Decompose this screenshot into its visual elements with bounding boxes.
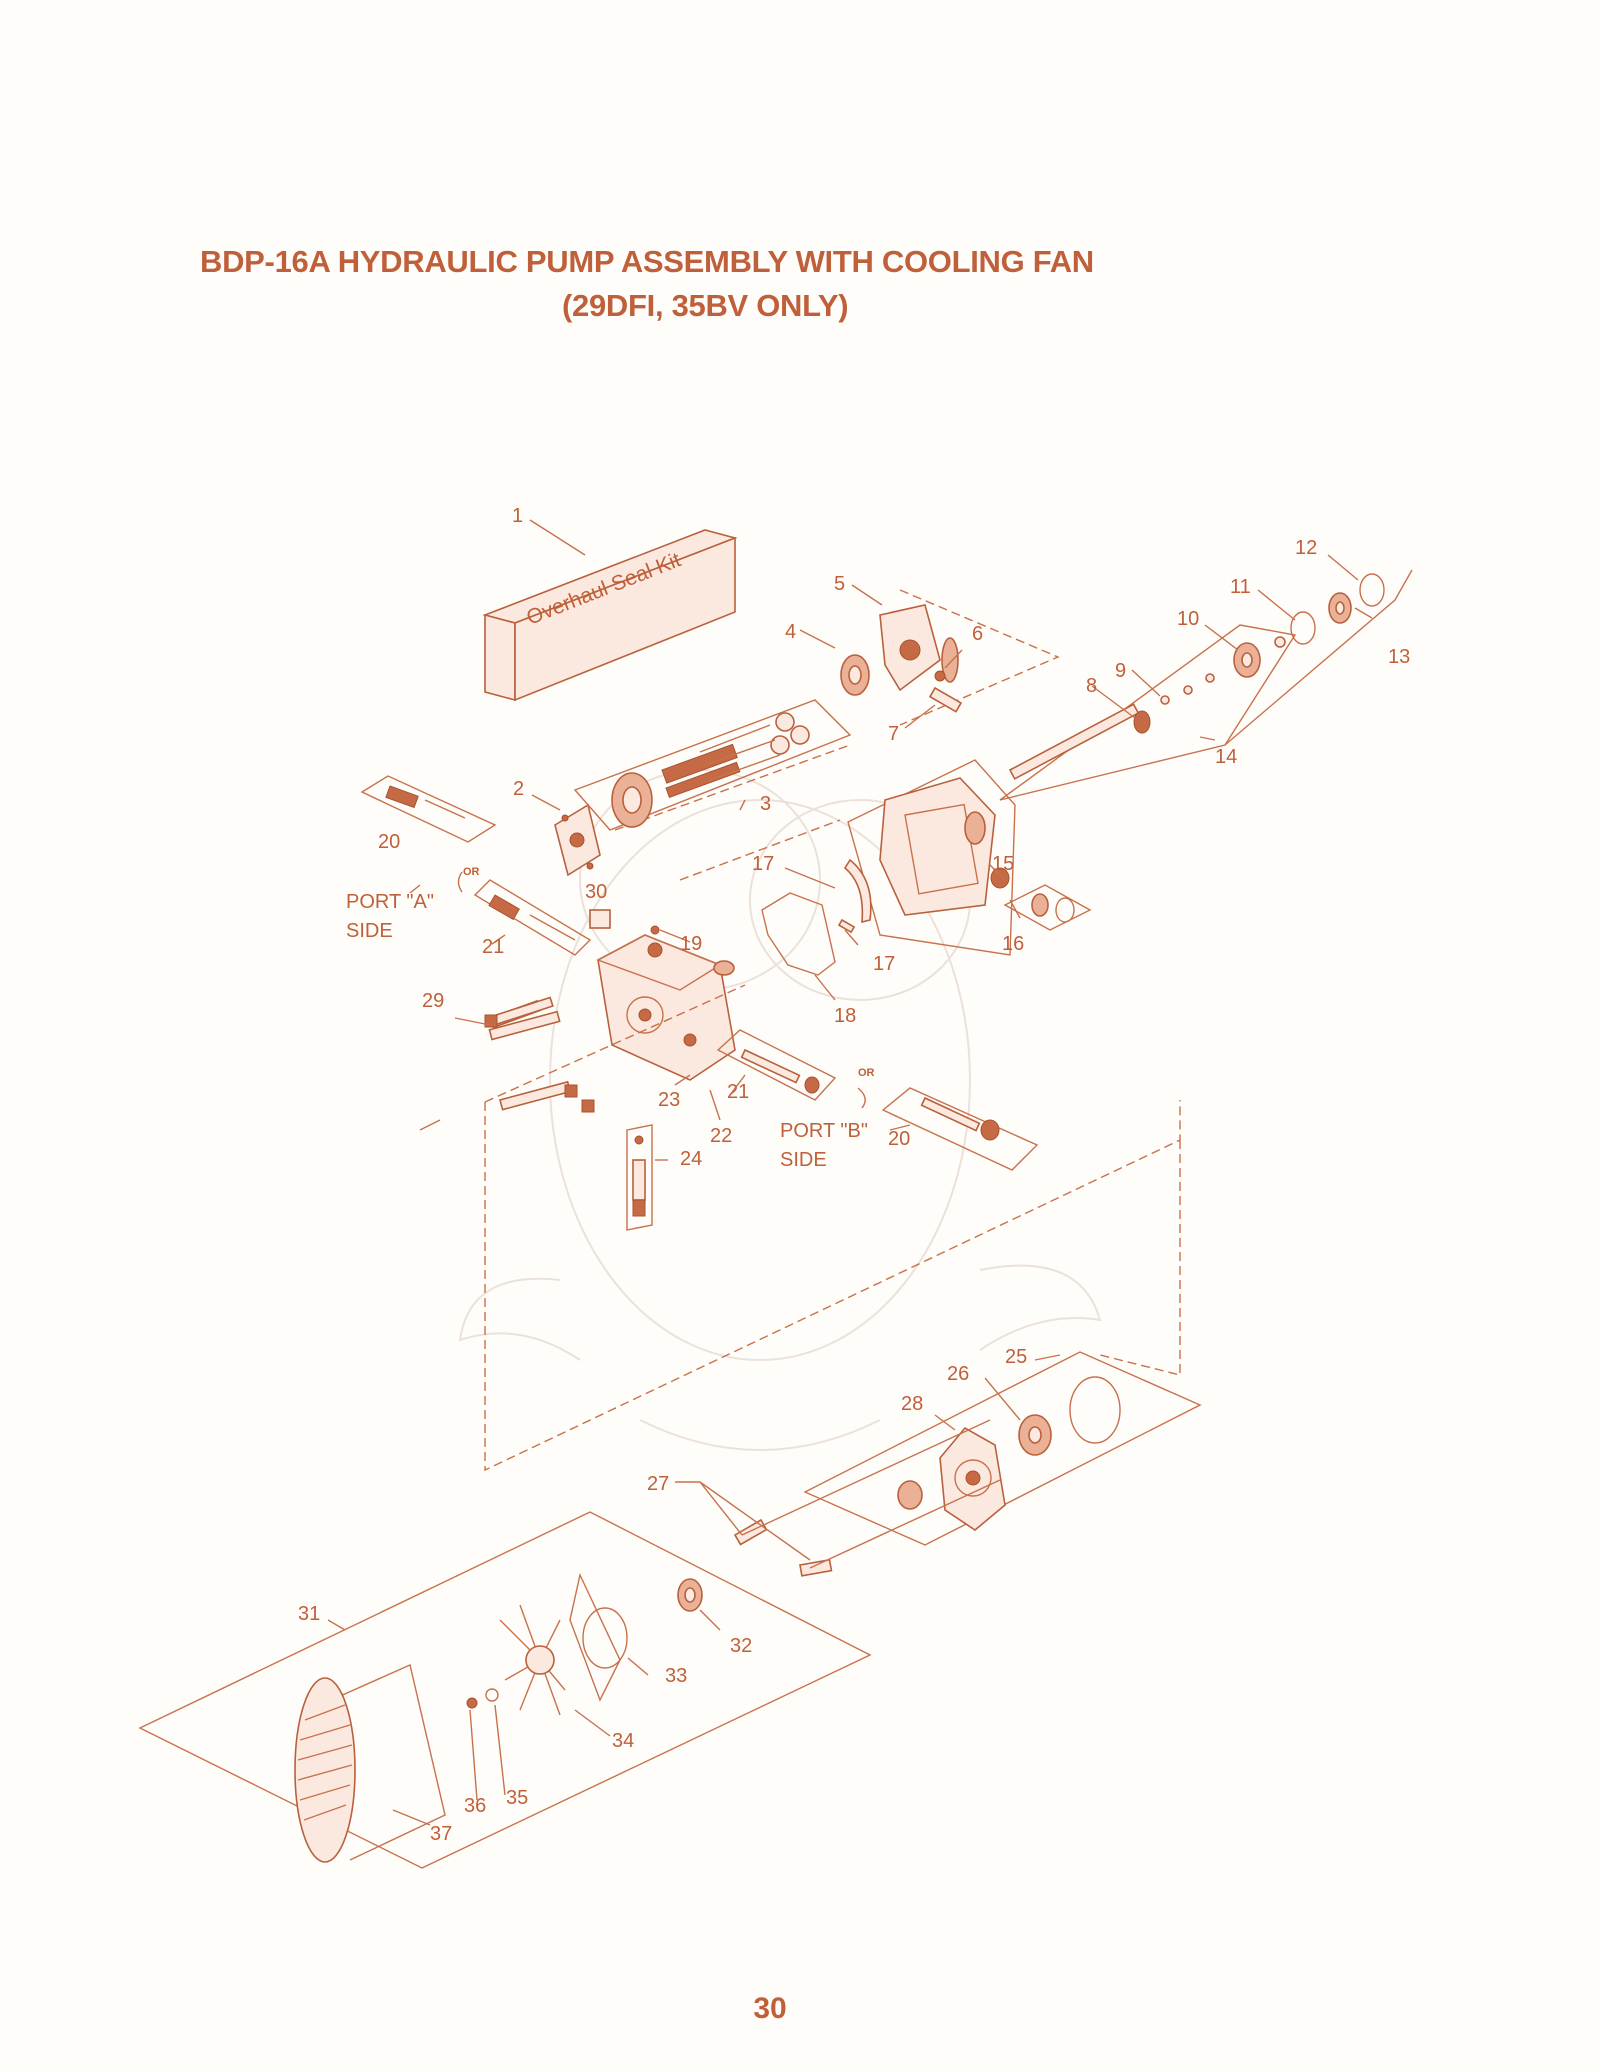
check-valve	[626, 1124, 653, 1231]
callout-10: 10	[1177, 608, 1199, 630]
callout-25: 25	[1005, 1346, 1027, 1368]
lower-dashed-guide	[484, 984, 1181, 1472]
callout-3: 3	[760, 793, 771, 815]
valve-block	[488, 909, 736, 1113]
callout-17-top: 17	[752, 853, 774, 875]
callout-7: 7	[888, 723, 899, 745]
callout-6: 6	[972, 623, 983, 645]
callout-2: 2	[513, 778, 524, 800]
title-line-1: BDP-16A HYDRAULIC PUMP ASSEMBLY WITH COO…	[200, 244, 1094, 279]
callout-17-bottom: 17	[873, 953, 895, 975]
callout-20-left: 20	[378, 831, 400, 853]
callout-5: 5	[834, 573, 845, 595]
end-plate	[554, 803, 601, 877]
port-labels: PORT "A" SIDE PORT "B" SIDE	[346, 891, 868, 1171]
callout-20-right: 20	[888, 1128, 910, 1150]
callout-19: 19	[680, 933, 702, 955]
callout-15: 15	[992, 853, 1014, 875]
callout-35: 35	[506, 1787, 528, 1809]
shaft-assembly	[999, 569, 1413, 801]
callout-18: 18	[834, 1005, 856, 1027]
callout-13: 13	[1388, 646, 1410, 668]
part-5-swashplate	[879, 604, 959, 692]
callout-33: 33	[665, 1665, 687, 1687]
port-b-line-2: SIDE	[780, 1149, 827, 1171]
callout-30: 30	[585, 881, 607, 903]
part-4-bearing	[840, 654, 870, 696]
or-label-b: OR	[858, 1067, 875, 1079]
part-16-seal	[1003, 884, 1092, 931]
part-6-7-pins	[928, 670, 963, 713]
callout-4: 4	[785, 621, 796, 643]
page-number: 30	[753, 1992, 787, 2025]
pump-housing	[847, 759, 1016, 956]
callout-37: 37	[430, 1823, 452, 1845]
or-label-a: OR	[463, 866, 480, 878]
callout-28: 28	[901, 1393, 923, 1415]
port-a-fittings: OR	[360, 775, 592, 956]
callout-31: 31	[298, 1603, 320, 1625]
callout-21-right: 21	[727, 1081, 749, 1103]
callout-16: 16	[1002, 933, 1024, 955]
overhaul-seal-kit-box: Overhaul Seal Kit	[482, 529, 738, 702]
port-a-line-1: PORT "A"	[346, 891, 434, 913]
callout-26: 26	[947, 1363, 969, 1385]
rotating-group	[573, 699, 852, 831]
callout-36: 36	[464, 1795, 486, 1817]
fan-assembly	[138, 1511, 872, 1869]
callout-11: 11	[1230, 576, 1251, 598]
port-b-line-1: PORT "B"	[780, 1120, 868, 1142]
callout-29: 29	[422, 990, 444, 1012]
callout-9: 9	[1115, 660, 1126, 682]
callout-34: 34	[612, 1730, 634, 1752]
callout-8: 8	[1086, 675, 1097, 697]
callout-27: 27	[647, 1473, 669, 1495]
callout-1: 1	[512, 505, 523, 527]
gasket	[761, 858, 872, 976]
title-line-2: (29DFI, 35BV ONLY)	[562, 288, 849, 323]
callout-14: 14	[1215, 746, 1237, 768]
callout-24: 24	[680, 1148, 702, 1170]
leader-lines	[327, 519, 1373, 1826]
fan-blades	[499, 1604, 566, 1716]
callout-21-left: 21	[482, 936, 504, 958]
part-27-bolts	[733, 1419, 1001, 1577]
port-b-fittings: OR	[716, 1029, 1039, 1171]
adapter-assembly	[803, 1351, 1202, 1546]
callout-12: 12	[1295, 537, 1317, 559]
callout-22: 22	[710, 1125, 732, 1147]
port-a-line-2: SIDE	[346, 920, 393, 942]
callout-32: 32	[730, 1635, 752, 1657]
callout-labels: 1 2 3 4 5 6 7 8 9 10 11 12 13 14 15 16 1…	[298, 505, 1410, 1845]
fan-guard-grille	[297, 1704, 353, 1821]
callout-23: 23	[658, 1089, 680, 1111]
